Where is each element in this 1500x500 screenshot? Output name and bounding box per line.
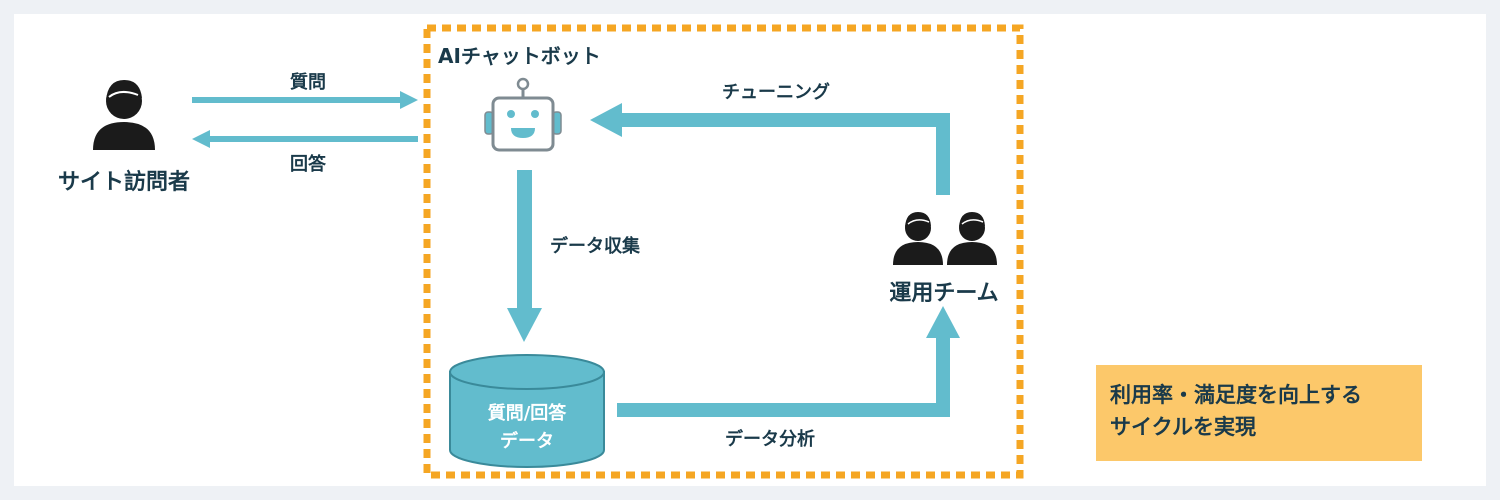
cycle-note-line1: 利用率・満足度を向上する xyxy=(1110,383,1362,407)
visitor-label: サイト訪問者 xyxy=(57,170,191,195)
robot-icon xyxy=(484,77,562,152)
tuning-label: チューニング xyxy=(722,82,830,103)
team-persons-icon xyxy=(893,212,997,265)
database-label-line1: 質問/回答 xyxy=(487,403,567,424)
chatbot-title: AIチャットボット xyxy=(438,44,601,68)
tuning-arrow xyxy=(590,103,950,195)
data-collect-arrow xyxy=(507,170,542,342)
cycle-note-box: 利用率・満足度を向上する サイクルを実現 xyxy=(1096,365,1422,461)
team-label: 運用チーム xyxy=(889,281,999,306)
data-analyze-arrow xyxy=(617,306,960,417)
database-label: 質問/回答 データ xyxy=(488,400,567,456)
answer-label: 回答 xyxy=(290,154,326,175)
chatbot-boundary xyxy=(423,24,1024,479)
data-collect-label: データ収集 xyxy=(550,236,640,257)
question-arrow xyxy=(192,91,418,109)
data-analyze-label: データ分析 xyxy=(725,429,815,450)
question-label: 質問 xyxy=(290,72,326,93)
answer-arrow xyxy=(192,130,418,148)
visitor-person-icon xyxy=(93,80,155,150)
database-label-line2: データ xyxy=(499,431,554,452)
database-cylinder xyxy=(449,354,605,468)
cycle-note-line2: サイクルを実現 xyxy=(1110,415,1256,439)
